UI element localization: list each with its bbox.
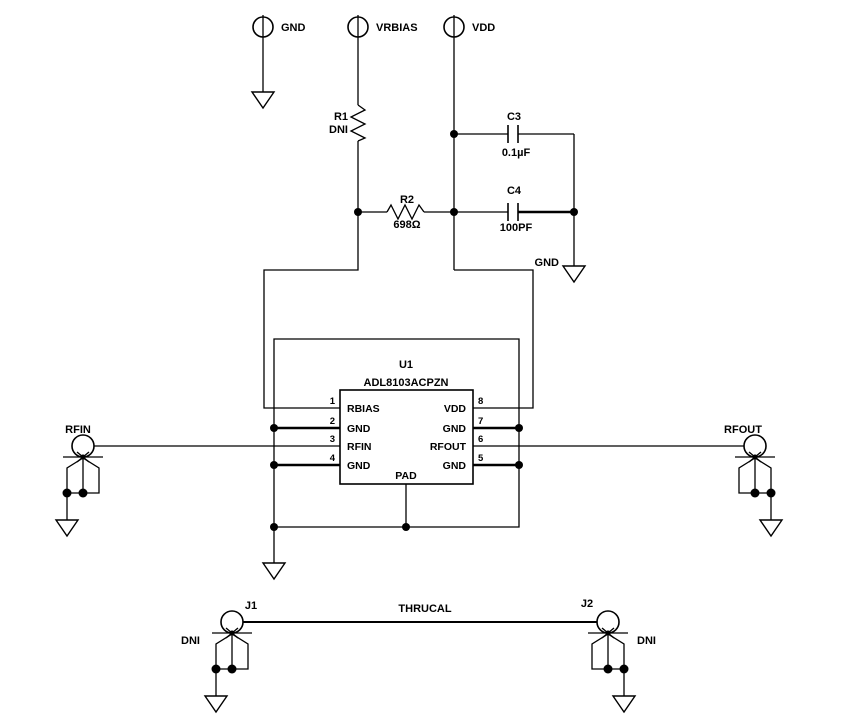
ic-u1: U1 ADL8103ACPZN PAD 1 2 3 4 8 7 6 5 RBIA… — [274, 359, 519, 485]
c4-ref: C4 — [507, 185, 522, 197]
j1-label: J1 — [245, 600, 257, 612]
junction-dot — [605, 630, 611, 636]
junction-dot — [752, 454, 758, 460]
capacitor-c3: C3 0.1µF — [450, 111, 574, 159]
coax-pin-icon — [743, 434, 767, 458]
wire — [273, 338, 520, 528]
coax-pin-icon — [596, 610, 620, 634]
ground-icon — [262, 562, 286, 580]
net-gnd-bus — [262, 338, 523, 580]
u1-ref: U1 — [399, 359, 413, 371]
resistor-icon — [386, 203, 425, 221]
net-rbias — [263, 212, 359, 409]
junction-dot — [78, 488, 88, 498]
ground-icon — [562, 265, 586, 283]
net-thrucal: THRUCAL — [243, 603, 597, 623]
pin-number: 2 — [330, 416, 335, 427]
c3-ref: C3 — [507, 111, 521, 123]
pin-number: 5 — [478, 453, 484, 464]
u1-part: ADL8103ACPZN — [364, 377, 449, 389]
pin-name: GND — [347, 423, 371, 435]
coax-pin-icon — [71, 434, 95, 458]
pin-name: GND — [443, 423, 467, 435]
ground-icon — [759, 519, 783, 537]
pin-number: 3 — [330, 434, 335, 445]
pin-number: 6 — [478, 434, 483, 445]
junction-dot — [603, 664, 613, 674]
power-flag-gnd: GND — [251, 15, 306, 109]
capacitor-c4: C4 100PF — [454, 185, 578, 234]
power-flag-icon — [252, 16, 274, 38]
ground-icon — [251, 91, 275, 109]
pin-number: 8 — [478, 396, 483, 407]
wire — [263, 212, 359, 409]
j2-value: DNI — [637, 635, 656, 647]
pin-number: 1 — [330, 396, 336, 407]
power-flag-gnd-label: GND — [281, 22, 306, 34]
pin-number: 4 — [330, 453, 336, 464]
junction-dot — [229, 630, 235, 636]
power-flag-vdd-label: VDD — [472, 22, 495, 34]
ground-icon — [55, 519, 79, 537]
rfin-label: RFIN — [65, 424, 91, 436]
junction-dot — [450, 130, 458, 138]
connector-j1: J1 DNI — [181, 600, 257, 713]
junction-dot — [80, 454, 86, 460]
junction-dot — [750, 488, 760, 498]
connector-rfin: RFIN — [55, 424, 103, 537]
pin-name: RBIAS — [347, 403, 380, 415]
r2-value: 698Ω — [393, 219, 420, 231]
pin-number: 7 — [478, 416, 483, 427]
ground-near-c4: GND — [535, 134, 586, 283]
power-flag-vrbias: VRBIAS — [347, 15, 418, 105]
pin-name: GND — [443, 460, 467, 472]
thrucal-label: THRUCAL — [398, 603, 451, 615]
power-flag-icon — [443, 16, 465, 38]
pin-name: RFOUT — [430, 441, 467, 453]
junction-dot — [402, 523, 410, 531]
net-vdd — [454, 269, 534, 409]
r1-ref: R1 — [334, 111, 348, 123]
c4-value: 100PF — [500, 222, 533, 234]
junction-dot — [227, 664, 237, 674]
u1-pad-label: PAD — [395, 470, 417, 482]
wire — [454, 269, 534, 409]
junction-dot — [270, 523, 278, 531]
connector-j2: J2 DNI — [581, 598, 656, 713]
r1-value: DNI — [329, 124, 348, 136]
ic-body — [339, 389, 474, 485]
connector-rfout: RFOUT — [724, 424, 783, 537]
c3-value: 0.1µF — [502, 147, 531, 159]
gnd-net-label: GND — [535, 257, 560, 269]
coax-pin-icon — [220, 610, 244, 634]
resistor-r2: R2 698Ω — [354, 194, 458, 231]
pin-name: GND — [347, 460, 371, 472]
ground-icon — [612, 695, 636, 713]
pin-name: VDD — [444, 403, 467, 415]
j2-label: J2 — [581, 598, 593, 610]
pin-name: RFIN — [347, 441, 372, 453]
power-flag-vrbias-label: VRBIAS — [376, 22, 418, 34]
ground-icon — [204, 695, 228, 713]
power-flag-vdd: VDD — [443, 15, 495, 270]
j1-value: DNI — [181, 635, 200, 647]
resistor-r1: R1 DNI — [329, 104, 367, 212]
r2-ref: R2 — [400, 194, 414, 206]
rfout-label: RFOUT — [724, 424, 762, 436]
resistor-icon — [349, 104, 367, 142]
power-flag-icon — [347, 16, 369, 38]
